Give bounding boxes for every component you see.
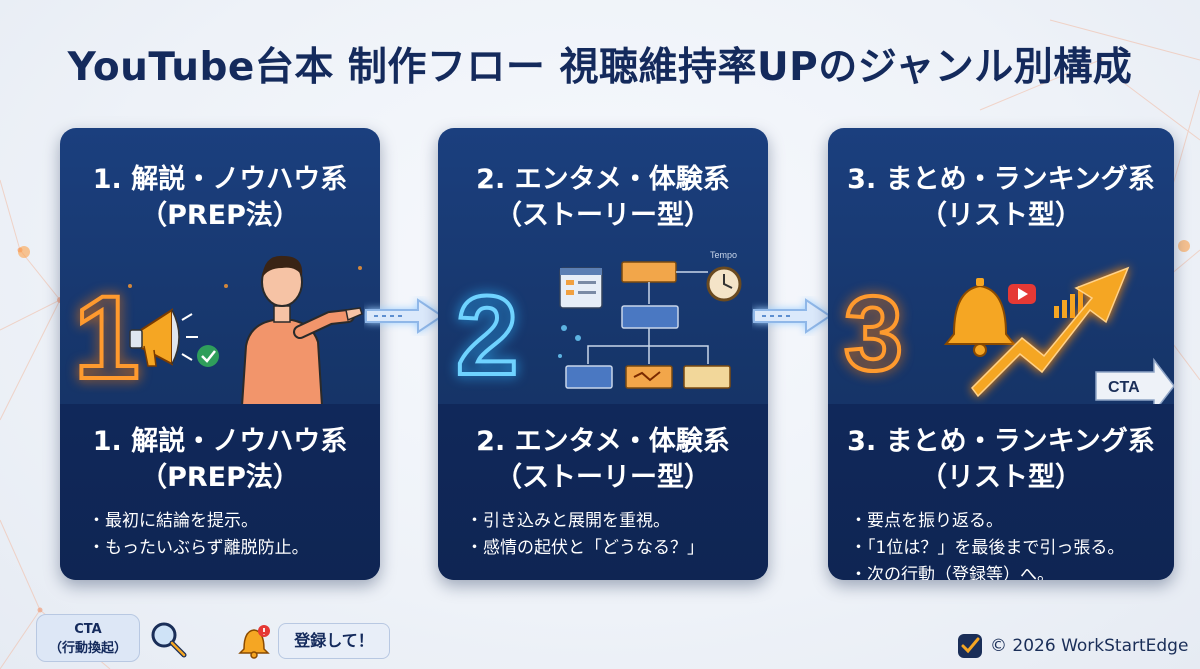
- bullet-item: もったいぶらず離脱防止。: [88, 535, 370, 562]
- card-body-subheading: （PREP法）: [140, 462, 300, 493]
- flow-arrow-icon: [365, 298, 444, 334]
- clock-icon: Tempo: [706, 250, 742, 302]
- bar-chart-icon: [1054, 286, 1083, 318]
- megaphone-icon: [129, 308, 198, 367]
- cta-badge-sublabel: （行動換起）: [48, 641, 127, 656]
- card-heading: 1. 解説・ノウハウ系: [92, 164, 348, 195]
- page-title: YouTube台本 制作フロー 視聴維持率UPのジャンル別構成: [67, 45, 1133, 90]
- check-icon: [958, 634, 982, 658]
- bullet-item: 「1位は？」を最後まで引っ張る。: [850, 535, 1164, 562]
- card-body-subheading: （リスト型）: [920, 462, 1082, 493]
- bullet-item: 要点を振り返る。: [850, 508, 1164, 535]
- card-ranking: 3. まとめ・ランキング系 （リスト型） 3 CTA 3. まとめ・ランキング系…: [828, 128, 1174, 580]
- bullet-item: 次の行動（登録等）へ。: [850, 562, 1164, 580]
- flowchart-icon: [565, 261, 731, 389]
- bullet-item: 引き込みと展開を重視。: [466, 508, 758, 535]
- card-body-heading: 1. 解説・ノウハウ系: [92, 426, 348, 457]
- bullet-item: 最初に結論を提示。: [88, 508, 370, 535]
- card-bullet-list: 引き込みと展開を重視。 感情の起伏と「どうなる？」: [466, 508, 758, 562]
- cta-badge: CTA （行動換起）: [36, 614, 140, 662]
- browser-window-icon: [559, 267, 603, 309]
- card-bullet-list: 最初に結論を提示。 もったいぶらず離脱防止。: [88, 508, 370, 562]
- card-entertainment: 2. エンタメ・体験系 （ストーリー型） 2 Tempo 2. エンタメ・体験: [438, 128, 768, 580]
- card-body-subheading: （ストーリー型）: [495, 462, 711, 493]
- card-bullet-list: 要点を振り返る。 「1位は？」を最後まで引っ張る。 次の行動（登録等）へ。: [850, 508, 1164, 580]
- card-subheading: （ストーリー型）: [495, 200, 711, 231]
- search-icon: [151, 622, 187, 658]
- neon-number-3: 3: [844, 275, 903, 393]
- card-body-heading: 2. エンタメ・体験系: [476, 426, 730, 457]
- bell-notification-icon: [238, 625, 270, 659]
- cta-arrow-icon: CTA: [1095, 357, 1174, 406]
- check-badge-icon: [197, 345, 219, 367]
- card-explainer: 1. 解説・ノウハウ系 （PREP法） 1 1. 解説・ノウハウ系 （P: [60, 128, 380, 580]
- card-subheading: （リスト型）: [920, 200, 1082, 231]
- card-illustration: 2 Tempo: [454, 250, 742, 400]
- bullet-item: 感情の起伏と「どうなる？」: [466, 535, 758, 562]
- copyright-text: © 2026 WorkStartEdge: [990, 636, 1189, 656]
- growth-arrow-icon: [971, 266, 1130, 398]
- tempo-label: Tempo: [710, 250, 737, 260]
- card-illustration: 3 CTA: [842, 266, 1174, 406]
- youtube-play-icon: [1008, 284, 1036, 304]
- register-button[interactable]: 登録して！: [278, 623, 390, 659]
- flow-arrow-icon: [753, 298, 832, 334]
- bell-icon: [943, 278, 1017, 357]
- neon-number-2: 2: [456, 273, 518, 398]
- card-heading: 2. エンタメ・体験系: [476, 164, 730, 195]
- card-subheading: （PREP法）: [140, 200, 300, 231]
- card-illustration: 1: [72, 255, 363, 406]
- pointing-person-icon: [240, 255, 363, 406]
- cta-badge-label: CTA: [74, 622, 102, 637]
- card-heading: 3. まとめ・ランキング系: [847, 164, 1155, 195]
- card-body-heading: 3. まとめ・ランキング系: [847, 426, 1155, 457]
- cta-label: CTA: [1108, 379, 1140, 396]
